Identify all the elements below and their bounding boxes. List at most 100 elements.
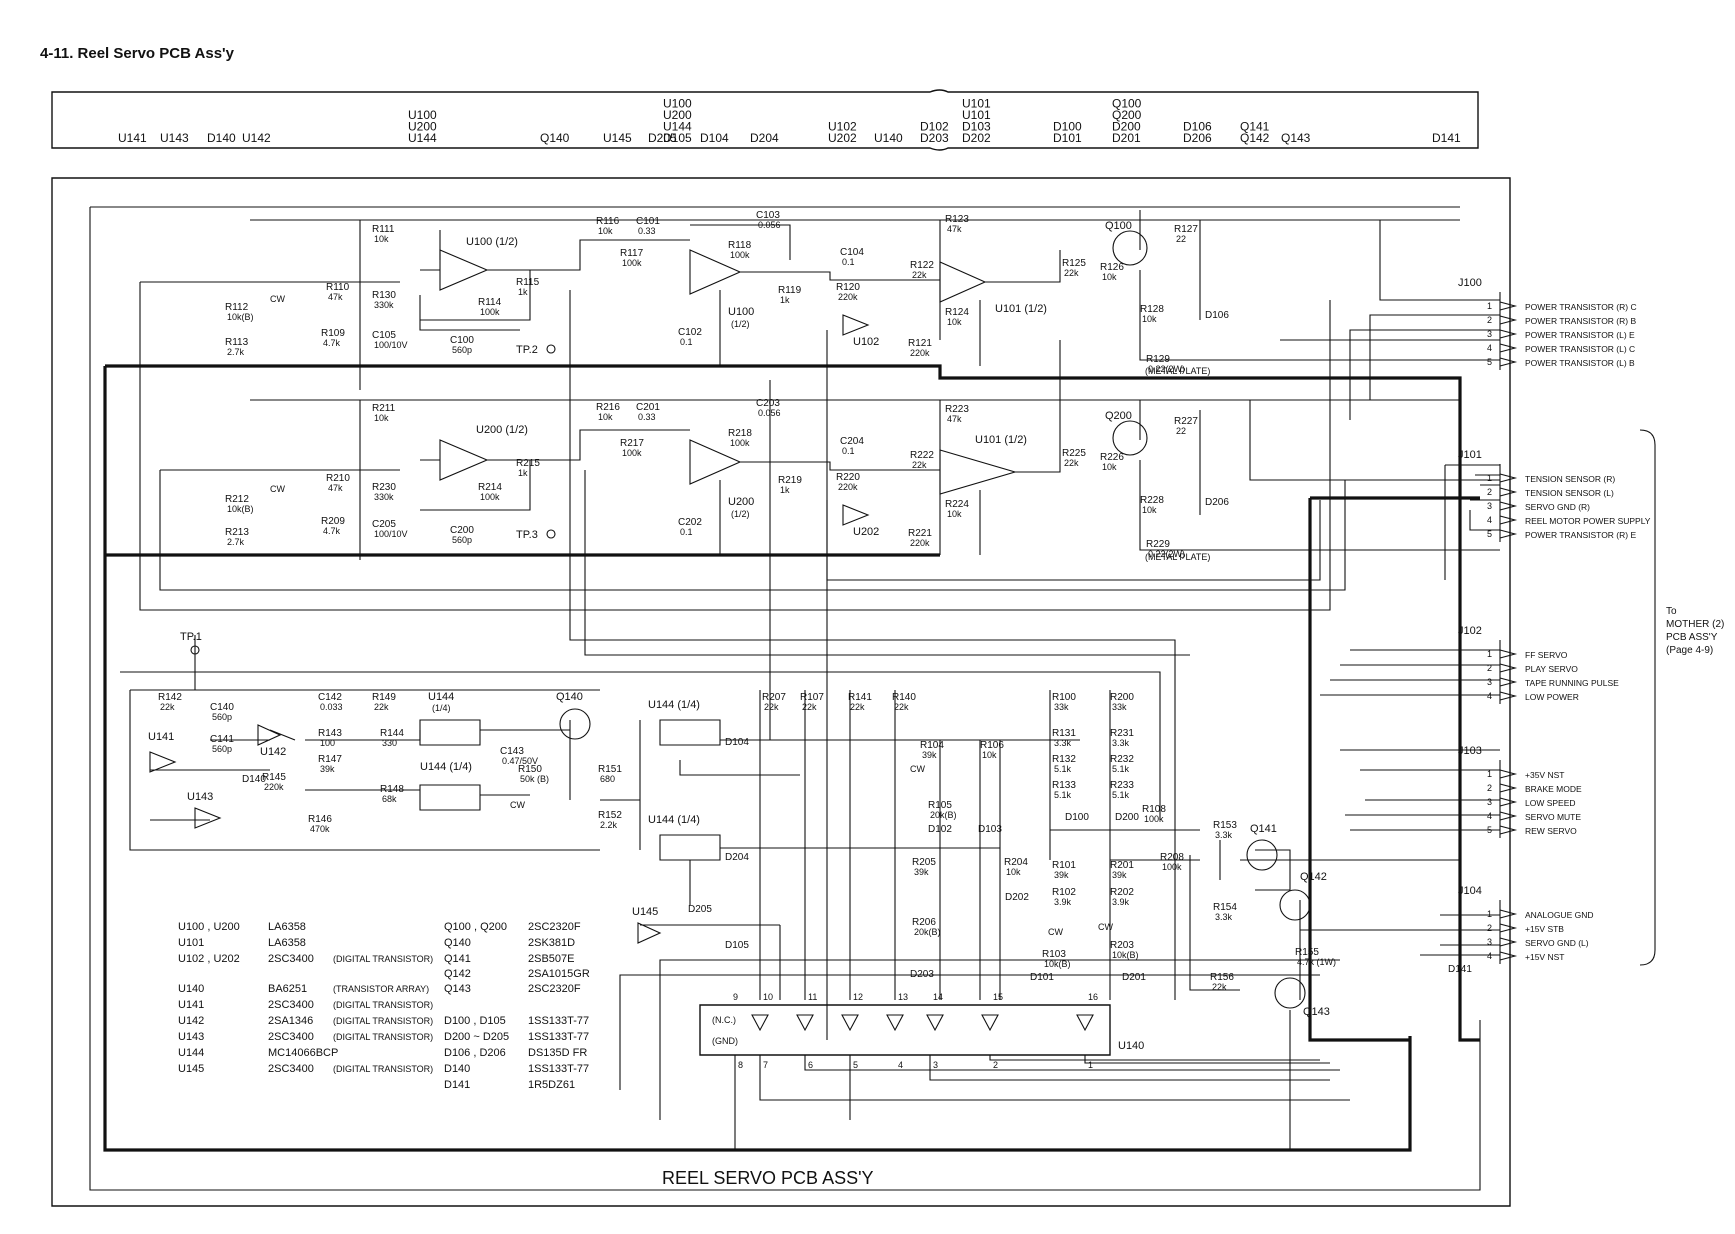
component-ref: C201 (636, 402, 660, 413)
connector-pin-label: LOW POWER (1525, 692, 1579, 702)
component-ref: C104 (840, 247, 864, 258)
component-ref: R201 (1110, 860, 1134, 871)
component-value: 22 (1176, 426, 1186, 436)
component-value: 0.47/50V (502, 756, 538, 766)
diode-label: D105 (725, 940, 749, 951)
q143-symbol (1274, 977, 1306, 1009)
connector-pin-label: POWER TRANSISTOR (L) E (1525, 330, 1635, 340)
component-value: 220k (838, 292, 858, 302)
connector-pin-number: 1 (1487, 649, 1492, 659)
connector-pin-number: 2 (1487, 315, 1492, 325)
parts-list-ref: U100 , U200 (178, 921, 240, 933)
connector-pin (1499, 501, 1518, 511)
component-ref: R108 (1142, 804, 1166, 815)
connector-pin-number: 4 (1487, 691, 1492, 701)
tp3-label: TP.3 (516, 529, 538, 541)
connector-pin (1499, 677, 1518, 687)
connector-pin (1499, 811, 1518, 821)
component-value: 47k (328, 483, 343, 493)
component-ref: R219 (778, 475, 802, 486)
q200-symbol (1112, 420, 1148, 456)
side-note-line: To (1666, 606, 1677, 617)
component-value: 0.1 (842, 446, 855, 456)
component-value: 10k (982, 750, 997, 760)
component-value: 330k (374, 492, 394, 502)
cw-marker: CW (1048, 927, 1063, 937)
component-value: 100k (1144, 814, 1164, 824)
component-value: 5.1k (1054, 764, 1072, 774)
connector-name: J103 (1458, 745, 1482, 757)
component-value: 22k (912, 460, 927, 470)
cw-marker: CW (270, 484, 285, 494)
component-value: 39k (914, 867, 929, 877)
parts-list-part: 2SC3400 (268, 1063, 314, 1075)
component-value: 20k(B) (930, 810, 957, 820)
component-ref: R132 (1052, 754, 1076, 765)
u142-label: U142 (260, 746, 286, 758)
parts-list-ref: Q140 (444, 937, 471, 949)
component-ref: R151 (598, 764, 622, 775)
component-ref: R133 (1052, 780, 1076, 791)
component-value: 10k (1102, 462, 1117, 472)
q100-symbol (1112, 230, 1148, 266)
index-entry: U100 (663, 97, 692, 111)
component-value: 10k (947, 509, 962, 519)
connector-pin-label: REEL MOTOR POWER SUPPLY (1525, 516, 1651, 526)
component-ref: R218 (728, 428, 752, 439)
ic-pin-number: 15 (993, 992, 1003, 1002)
component-value: 68k (382, 794, 397, 804)
parts-list-note: (DIGITAL TRANSISTOR) (333, 954, 433, 964)
component-value: 10k(B) (227, 504, 254, 514)
component-value: 47k (328, 292, 343, 302)
ic-pin-number: 11 (808, 992, 817, 1002)
parts-list-part: 2SB507E (528, 953, 574, 965)
component-ref: R130 (372, 290, 396, 301)
q141-label: Q141 (1250, 823, 1277, 835)
index-entry: Q143 (1281, 131, 1311, 145)
index-entry: Q140 (540, 131, 570, 145)
connector-pin-label: PLAY SERVO (1525, 664, 1578, 674)
component-value: 22k (912, 270, 927, 280)
component-ref: R226 (1100, 452, 1124, 463)
component-value: 22k (802, 702, 817, 712)
component-ref: R103 (1042, 949, 1066, 960)
parts-list-ref: U145 (178, 1063, 204, 1075)
component-ref: R200 (1110, 692, 1134, 703)
component-value: 22k (764, 702, 779, 712)
connector-pin (1499, 343, 1518, 353)
parts-list-note: (DIGITAL TRANSISTOR) (333, 1016, 433, 1026)
component-ref: R107 (800, 692, 824, 703)
component-value: 50k (B) (520, 774, 549, 784)
component-value: 47k (947, 414, 962, 424)
component-value: 2.7k (227, 537, 245, 547)
tp2-point (546, 344, 556, 354)
component-ref: C143 (500, 746, 524, 757)
parts-list-part: DS135D FR (528, 1047, 587, 1059)
parts-list-ref: D200 ~ D205 (444, 1031, 509, 1043)
u144a-label: U144 (428, 691, 454, 703)
component-value: 680 (600, 774, 615, 784)
index-entry: Q142 (1240, 131, 1270, 145)
diode-label: D103 (978, 824, 1002, 835)
index-entry: U144 (663, 120, 692, 134)
u144c-label: U144 (1/4) (648, 699, 700, 711)
connector-pin-number: 2 (1487, 783, 1492, 793)
connector-pin (1499, 301, 1518, 311)
connector-pin-number: 1 (1487, 909, 1492, 919)
u100b-label: U100 (728, 306, 754, 318)
u102-symbol (842, 314, 870, 336)
circuit-wiring (89, 206, 1656, 1191)
parts-list-part: MC14066BCP (268, 1047, 338, 1059)
component-ref: R115 (516, 277, 540, 288)
component-value: 10k(B) (227, 312, 254, 322)
component-value: 100k (730, 438, 750, 448)
q140-symbol (559, 708, 591, 740)
component-value: 3.3k (1215, 830, 1233, 840)
component-ref: R213 (225, 527, 249, 538)
index-entry: D141 (1432, 131, 1461, 145)
component-value: 100 (320, 738, 335, 748)
connector-pin-number: 2 (1487, 487, 1492, 497)
index-entry: U142 (242, 131, 271, 145)
